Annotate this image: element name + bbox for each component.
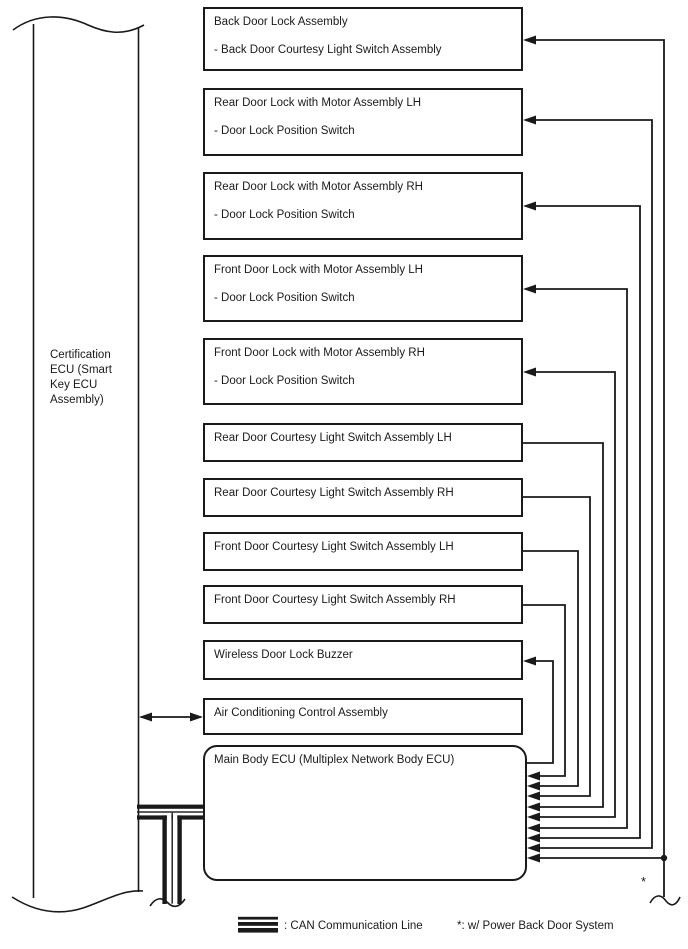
device-title: Main Body ECU (Multiplex Network Body EC…: [214, 754, 455, 766]
connector-rear-door-lock-rh: [523, 201, 641, 843]
device-box-front-door-lock-lh: Front Door Lock with Motor Assembly LH -…: [203, 255, 523, 322]
device-box-front-courtesy-switch-rh: Front Door Courtesy Light Switch Assembl…: [203, 585, 523, 624]
footnote-asterisk: *: [641, 874, 647, 889]
can-communication-line: [137, 804, 203, 908]
device-title: Front Door Courtesy Light Switch Assembl…: [214, 541, 454, 553]
device-box-wireless-door-lock-buzzer: Wireless Door Lock Buzzer: [203, 640, 523, 680]
device-box-back-door-lock: Back Door Lock Assembly - Back Door Cour…: [203, 7, 523, 71]
device-title: Rear Door Courtesy Light Switch Assembly…: [214, 432, 452, 444]
connector-front-courtesy-lh: [521, 550, 579, 791]
connector-rear-courtesy-rh: [521, 496, 591, 801]
break-mark: [149, 898, 186, 908]
device-subitem: - Door Lock Position Switch: [214, 125, 355, 137]
device-box-rear-door-lock-lh: Rear Door Lock with Motor Assembly LH - …: [203, 88, 523, 156]
device-box-air-conditioning: Air Conditioning Control Assembly: [203, 698, 523, 735]
connector-front-door-lock-lh: [523, 284, 628, 833]
connector-front-door-lock-rh: [523, 367, 616, 822]
device-subitem: - Back Door Courtesy Light Switch Assemb…: [214, 44, 442, 56]
connector-rear-door-lock-lh: [523, 115, 653, 853]
arrowhead-into-back-door-box: [523, 35, 536, 45]
connector-front-courtesy-rh: [521, 604, 566, 781]
connector-rear-courtesy-lh: [521, 442, 604, 812]
device-box-front-courtesy-switch-lh: Front Door Courtesy Light Switch Assembl…: [203, 532, 523, 571]
device-title: Back Door Lock Assembly: [214, 16, 348, 28]
connector-air-conditioning: [139, 712, 203, 722]
device-title: Wireless Door Lock Buzzer: [214, 649, 353, 661]
connector-wireless-buzzer: [523, 656, 554, 764]
device-subitem: - Door Lock Position Switch: [214, 209, 355, 221]
can-line-legend-symbol: [238, 916, 278, 933]
legend-can-label: : CAN Communication Line: [284, 920, 423, 932]
device-subitem: - Door Lock Position Switch: [214, 375, 355, 387]
device-title: Front Door Courtesy Light Switch Assembl…: [214, 594, 456, 606]
device-box-rear-door-lock-rh: Rear Door Lock with Motor Assembly RH - …: [203, 172, 523, 240]
certification-ecu-label: Certification ECU (Smart Key ECU Assembl…: [50, 349, 112, 406]
device-title: Front Door Lock with Motor Assembly LH: [214, 264, 423, 276]
device-title: Rear Door Courtesy Light Switch Assembly…: [214, 487, 454, 499]
device-title: Air Conditioning Control Assembly: [214, 707, 388, 719]
device-box-front-door-lock-rh: Front Door Lock with Motor Assembly RH -…: [203, 338, 523, 405]
arrowhead-into-main-ecu: [527, 853, 540, 863]
legend-power-back-door-note: *: w/ Power Back Door System: [457, 920, 614, 932]
device-title: Rear Door Lock with Motor Assembly LH: [214, 97, 422, 109]
certification-ecu-band: [11, 16, 145, 913]
break-mark: [649, 895, 681, 906]
connector-back-door-lock: [523, 35, 681, 906]
device-title: Rear Door Lock with Motor Assembly RH: [214, 181, 423, 193]
device-box-rear-courtesy-switch-lh: Rear Door Courtesy Light Switch Assembly…: [203, 423, 523, 462]
device-box-rear-courtesy-switch-rh: Rear Door Courtesy Light Switch Assembly…: [203, 478, 523, 517]
junction-dot: [660, 854, 668, 862]
device-title: Front Door Lock with Motor Assembly RH: [214, 347, 425, 359]
device-subitem: - Door Lock Position Switch: [214, 292, 355, 304]
device-box-main-body-ecu: Main Body ECU (Multiplex Network Body EC…: [203, 745, 527, 881]
